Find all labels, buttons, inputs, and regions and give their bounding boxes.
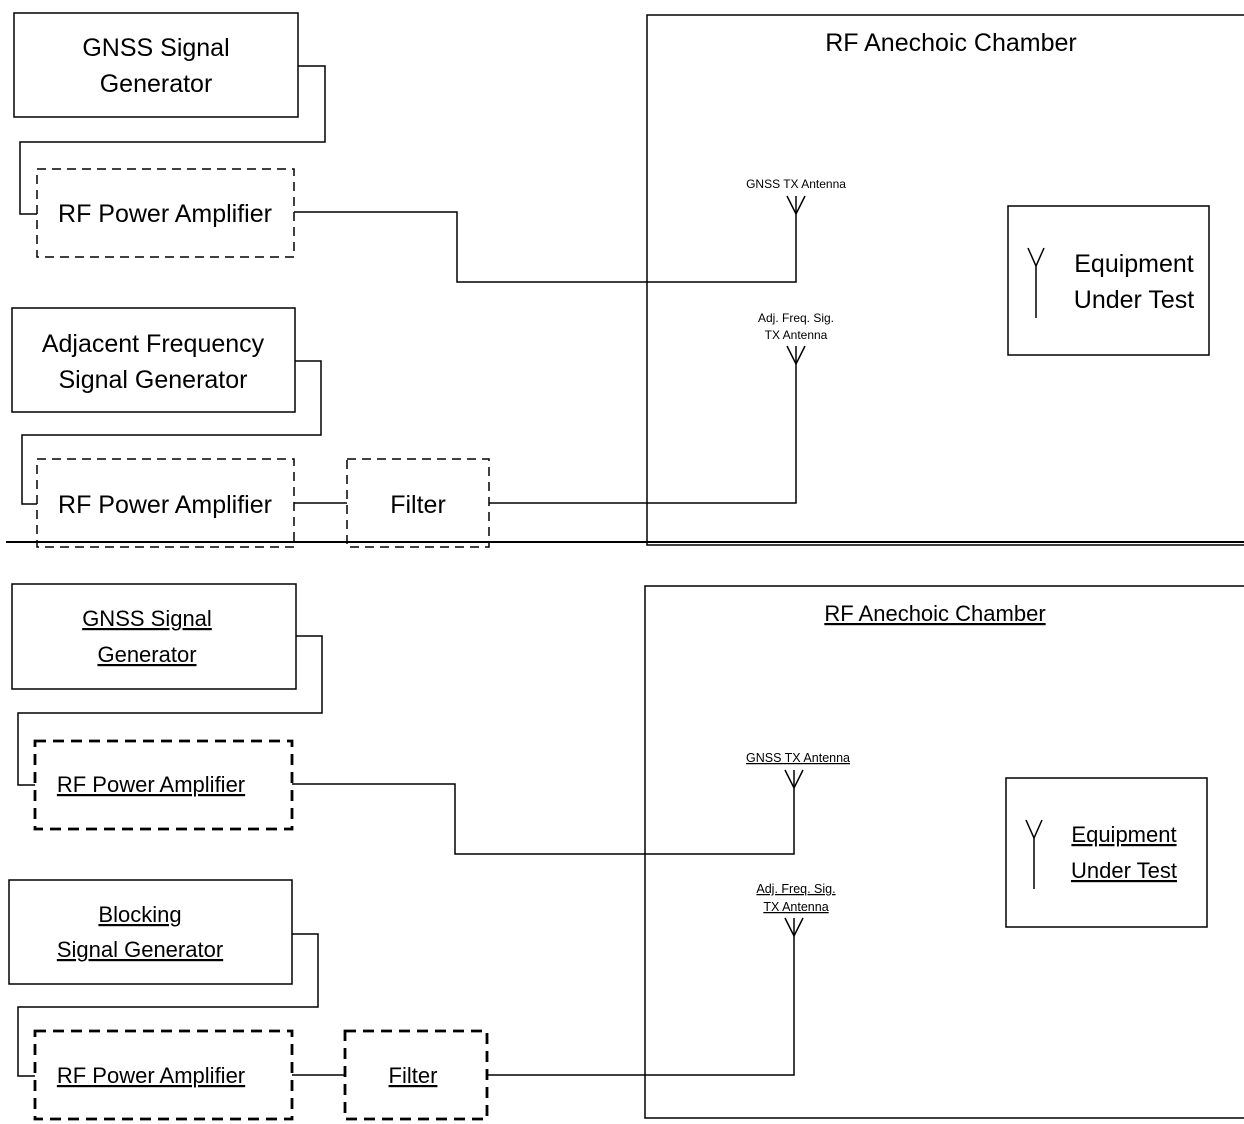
top-filter-box bbox=[346, 458, 490, 548]
bottom-blocking-generator-box bbox=[8, 879, 293, 985]
bottom-eut-box bbox=[1005, 777, 1208, 928]
top-gnss-generator-label-1: GNSS Signal bbox=[82, 34, 229, 62]
top-adjacent-generator-label-1: Adjacent Frequency bbox=[42, 330, 265, 358]
bottom-amp-to-gnss-antenna-wire bbox=[292, 770, 795, 855]
top-gnss-generator-box bbox=[13, 12, 299, 118]
top-adj-antenna-label-2: TX Antenna bbox=[765, 328, 828, 342]
bottom-chamber-label: RF Anechoic Chamber bbox=[824, 601, 1045, 626]
bottom-gnss-antenna-label: GNSS TX Antenna bbox=[746, 751, 850, 765]
bottom-gnss-generator-label-2: Generator bbox=[97, 642, 196, 667]
top-amplifier-1-label: RF Power Amplifier bbox=[58, 200, 272, 228]
top-adj-antenna-label-1: Adj. Freq. Sig. bbox=[758, 311, 834, 325]
bottom-blocking-generator-label-2: Signal Generator bbox=[57, 937, 223, 962]
top-gnss-to-amp-wire bbox=[19, 65, 326, 215]
bottom-eut-label-1: Equipment bbox=[1071, 822, 1176, 847]
bottom-filter-label: Filter bbox=[389, 1063, 438, 1088]
bottom-adj-antenna-label-2: TX Antenna bbox=[763, 900, 828, 914]
top-amplifier-1-box bbox=[36, 168, 295, 258]
top-amplifier-2-label: RF Power Amplifier bbox=[58, 491, 272, 519]
top-eut-label-1: Equipment bbox=[1074, 250, 1194, 278]
bottom-diagram: RF Anechoic Chamber GNSS Signal Generato… bbox=[8, 583, 1244, 1121]
bottom-amplifier-1-box bbox=[33, 739, 294, 831]
top-filter-label: Filter bbox=[390, 491, 446, 519]
top-adjacent-generator-box bbox=[11, 307, 296, 413]
bottom-gnss-generator-label-1: GNSS Signal bbox=[82, 606, 212, 631]
bottom-filter-to-adj-antenna-wire bbox=[487, 918, 795, 1076]
top-amp-to-gnss-antenna-wire bbox=[294, 196, 797, 283]
bottom-amplifier-1-label: RF Power Amplifier bbox=[57, 772, 245, 797]
bottom-blocking-to-amp-wire bbox=[17, 933, 319, 1077]
top-adjacent-to-amp-wire bbox=[21, 360, 322, 505]
bottom-gnss-to-amp-wire bbox=[17, 635, 323, 786]
top-eut-label-2: Under Test bbox=[1074, 286, 1194, 314]
bottom-adj-antenna-icon bbox=[784, 917, 804, 938]
bottom-amplifier-2-label: RF Power Amplifier bbox=[57, 1063, 245, 1088]
bottom-eut-label-2: Under Test bbox=[1071, 858, 1177, 883]
top-adj-antenna-icon bbox=[786, 345, 806, 366]
top-amplifier-2-box bbox=[36, 458, 295, 548]
bottom-blocking-generator-label-1: Blocking bbox=[98, 902, 181, 927]
top-gnss-antenna-label: GNSS TX Antenna bbox=[746, 177, 846, 191]
bottom-adj-antenna-label-1: Adj. Freq. Sig. bbox=[756, 882, 835, 896]
top-diagram: RF Anechoic Chamber GNSS Signal Generato… bbox=[11, 12, 1244, 548]
top-gnss-antenna-icon bbox=[786, 195, 806, 216]
bottom-gnss-generator-box bbox=[11, 583, 297, 690]
top-filter-to-adj-antenna-wire bbox=[489, 346, 797, 504]
top-chamber-label: RF Anechoic Chamber bbox=[825, 29, 1077, 57]
bottom-amplifier-2-box bbox=[33, 1029, 294, 1121]
top-eut-box bbox=[1007, 205, 1210, 356]
top-adjacent-generator-label-2: Signal Generator bbox=[58, 366, 247, 394]
top-gnss-generator-label-2: Generator bbox=[100, 70, 213, 98]
bottom-gnss-antenna-icon bbox=[784, 769, 804, 790]
